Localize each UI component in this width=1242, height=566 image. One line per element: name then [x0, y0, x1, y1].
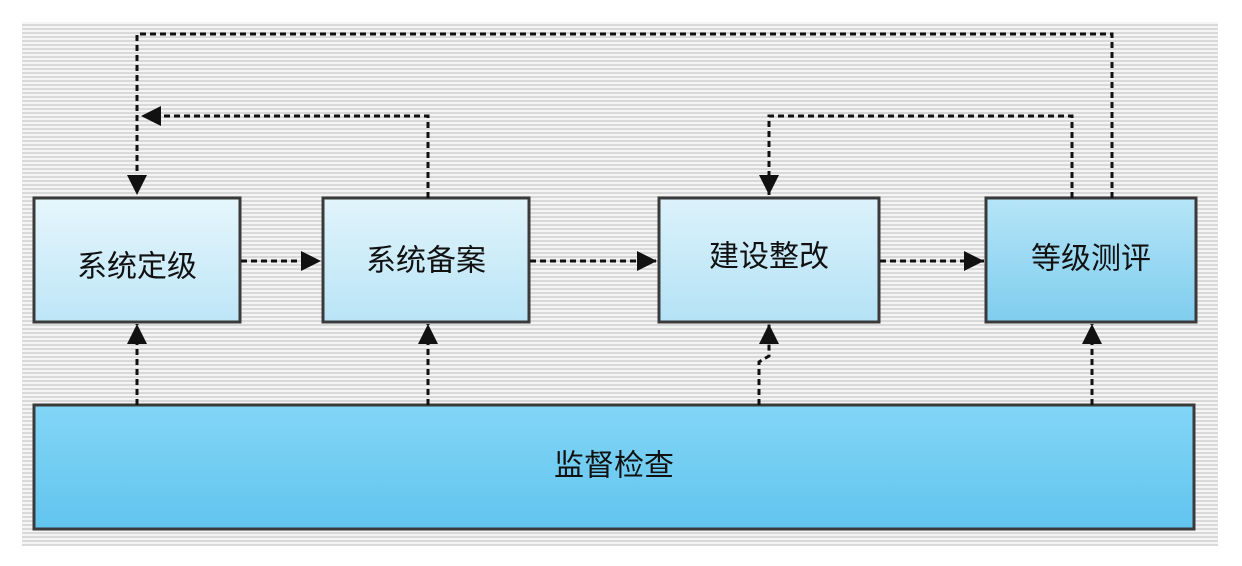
node-rectification-label: 建设整改 [709, 240, 829, 275]
node-rectification: 建设整改 [657, 196, 881, 324]
node-assessment: 等级测评 [984, 196, 1198, 324]
node-grading-label: 系统定级 [77, 250, 197, 285]
node-grading: 系统定级 [32, 196, 242, 324]
arrow-assessment-to-rectification-loop [759, 114, 1074, 198]
node-filing: 系统备案 [321, 196, 531, 324]
node-supervision: 监督检查 [32, 403, 1196, 531]
arrow-assessment-to-grading-loop [127, 32, 1114, 198]
node-supervision-label: 监督检查 [554, 449, 674, 484]
node-assessment-label: 等级测评 [1031, 242, 1151, 277]
arrow-filing-to-grading-loop [141, 106, 430, 198]
node-filing-label: 系统备案 [366, 244, 486, 279]
arrow-supervision-to-rectification [757, 324, 779, 405]
